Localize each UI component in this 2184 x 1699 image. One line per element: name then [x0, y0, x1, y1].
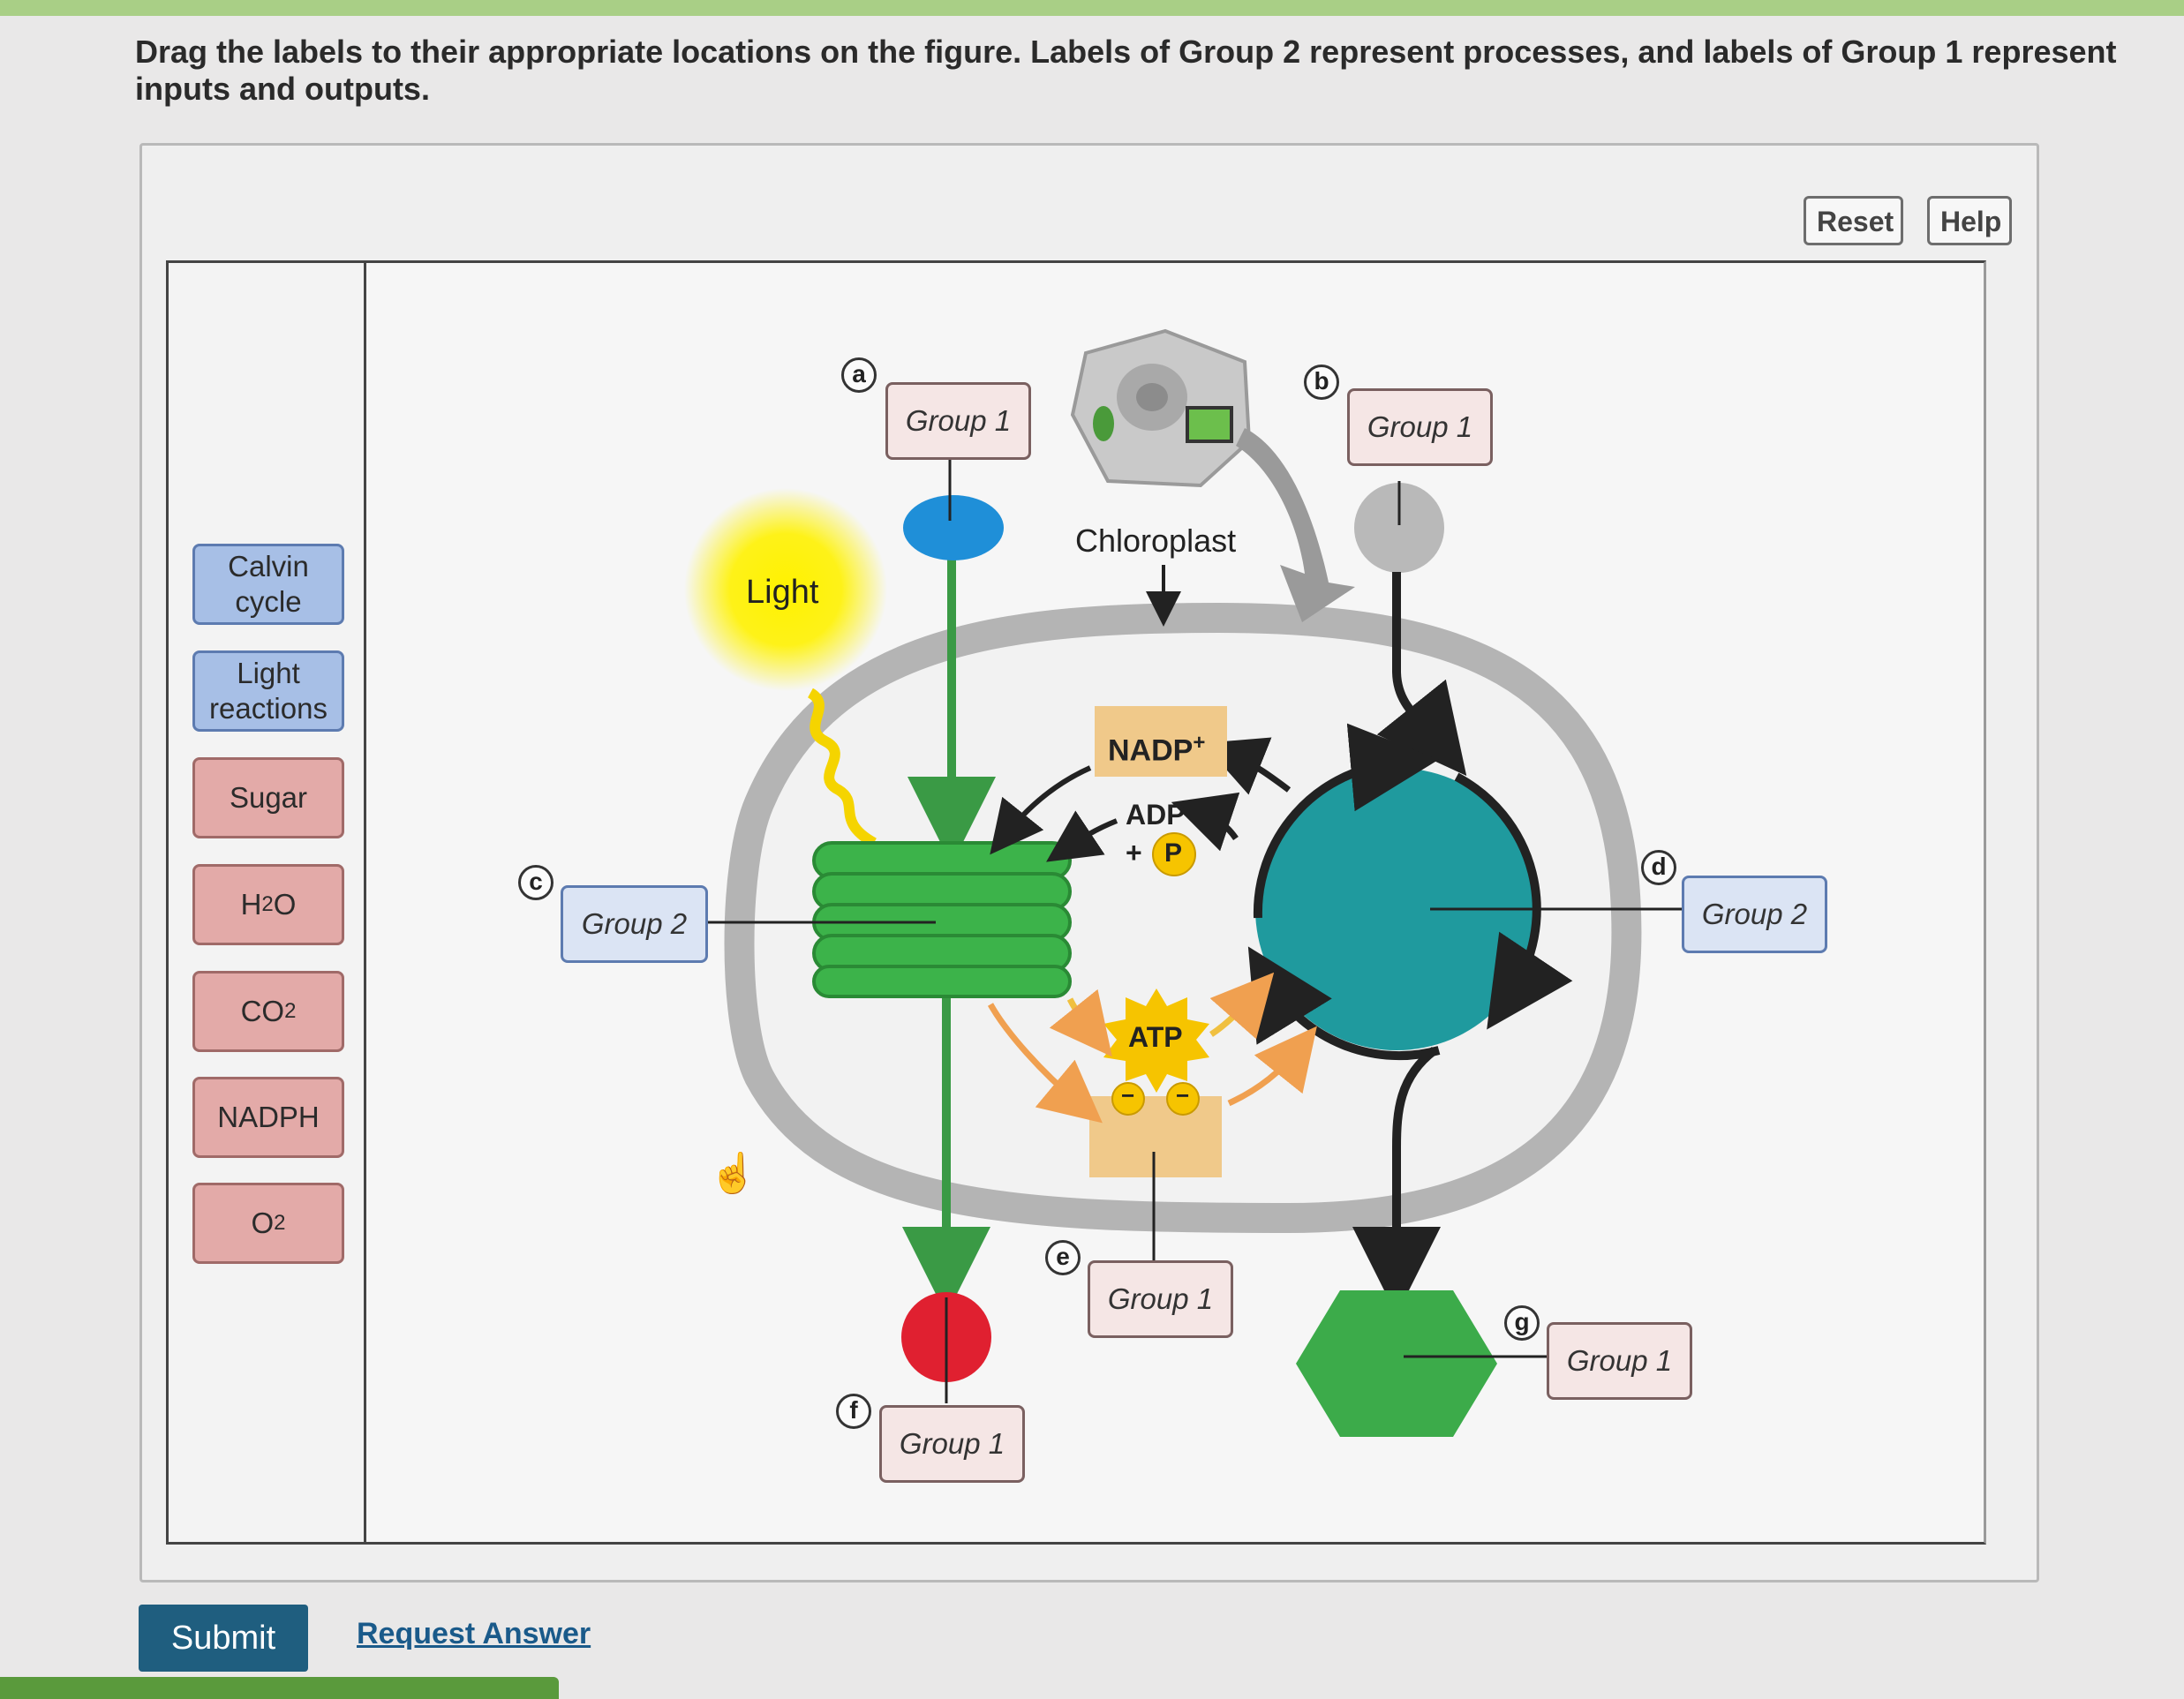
drop-target-f[interactable]: Group 1 [879, 1405, 1025, 1483]
plus-sign: + [1126, 837, 1142, 869]
nadp-label: NADP+ [1108, 731, 1205, 768]
input-a-shape [903, 495, 1004, 560]
output-g-shape [1296, 1290, 1497, 1437]
target-letter-c: c [518, 865, 554, 900]
minus-sign-2: − [1176, 1082, 1189, 1109]
adp-label: ADP [1126, 799, 1186, 831]
target-letter-e: e [1045, 1240, 1081, 1275]
drop-target-g[interactable]: Group 1 [1547, 1322, 1692, 1400]
drop-target-a[interactable]: Group 1 [885, 382, 1031, 460]
target-letter-a: a [841, 357, 877, 393]
drop-target-d[interactable]: Group 2 [1682, 876, 1827, 953]
target-letter-b: b [1304, 365, 1339, 400]
target-letter-f: f [836, 1394, 871, 1429]
target-letter-d: d [1641, 850, 1676, 885]
bottom-status-bar [0, 1677, 559, 1699]
light-label: Light [746, 574, 818, 612]
adp-box [1089, 1096, 1222, 1177]
drop-target-c[interactable]: Group 2 [561, 885, 708, 963]
atp-label: ATP [1128, 1021, 1183, 1054]
drop-target-b[interactable]: Group 1 [1347, 388, 1493, 466]
drop-target-e[interactable]: Group 1 [1088, 1260, 1233, 1338]
minus-sign-1: − [1121, 1082, 1134, 1109]
zoom-arrow [1236, 428, 1355, 622]
thylakoid-stack [814, 843, 1070, 996]
plant-cell-icon [1073, 331, 1249, 485]
chloroplast-label: Chloroplast [1075, 522, 1236, 560]
submit-button[interactable]: Submit [139, 1605, 308, 1672]
request-answer-link[interactable]: Request Answer [357, 1617, 591, 1651]
phosphate-label: P [1164, 838, 1182, 868]
target-letter-g: g [1504, 1305, 1540, 1341]
hand-cursor-icon: ☝ [709, 1150, 757, 1196]
